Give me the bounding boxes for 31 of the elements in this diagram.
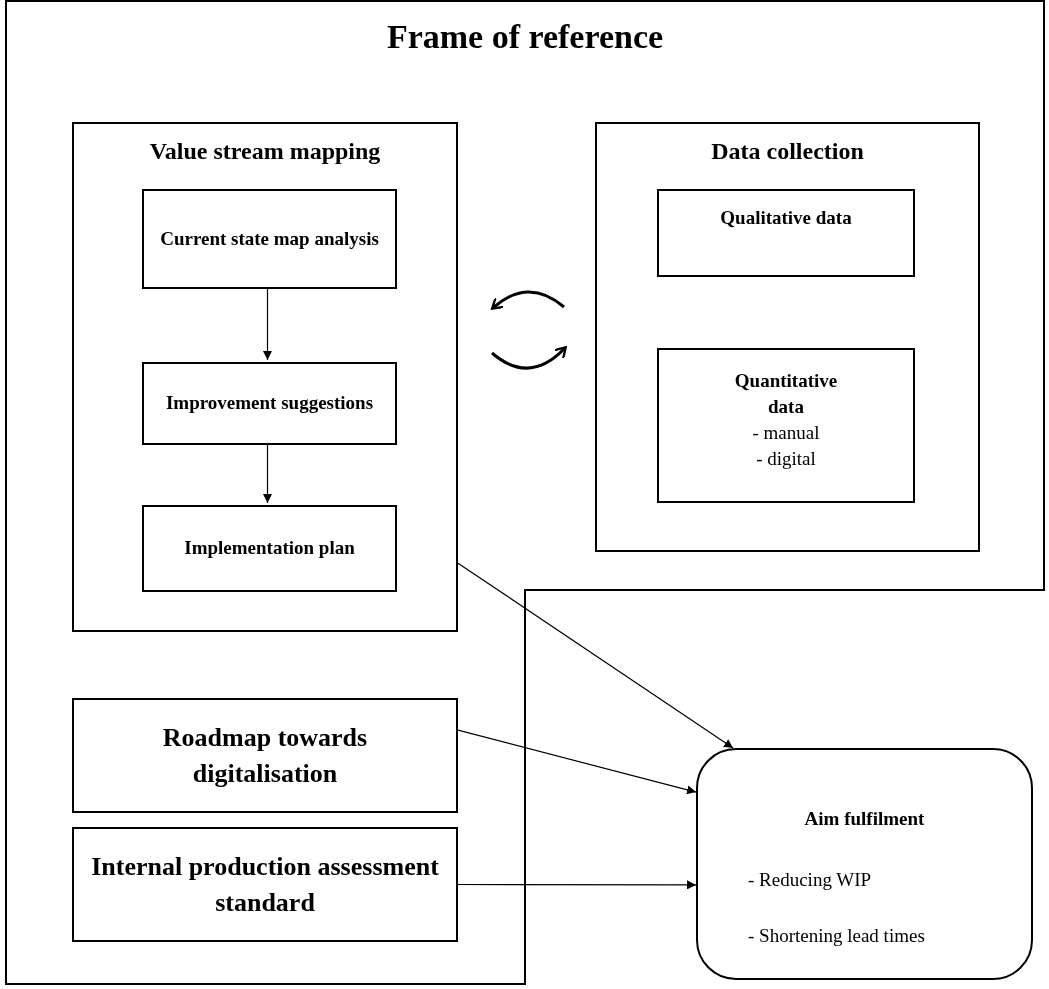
group-heading: Data collection <box>710 137 865 166</box>
arrow <box>263 286 272 361</box>
rounded-box <box>696 748 1033 980</box>
process-box <box>142 189 397 289</box>
process-box <box>657 189 915 277</box>
list-item: - Reducing WIP <box>748 867 873 892</box>
arrow <box>457 562 734 749</box>
box-label: Implementation plan <box>184 536 355 561</box>
process-box <box>657 348 915 503</box>
arrow <box>457 880 697 890</box>
box-label: Internal production assessment standard <box>90 850 440 919</box>
group-heading: Value stream mapping <box>148 137 382 166</box>
process-box <box>72 698 458 813</box>
box-heading: Aim fulfilment <box>803 807 926 831</box>
arrow <box>457 729 697 795</box>
box-label: Improvement suggestions <box>165 391 374 416</box>
list-item: - digital <box>756 447 816 472</box>
frame-panel <box>5 0 1045 985</box>
frame-title: Frame of reference <box>385 17 665 57</box>
list-item: - manual <box>752 421 820 446</box>
group-box <box>72 122 458 632</box>
process-box <box>142 362 397 445</box>
arrow <box>263 442 272 504</box>
box-label: Qualitative data <box>720 206 852 230</box>
group-box <box>595 122 980 552</box>
box-label: Roadmap towards digitalisation <box>161 721 369 790</box>
list-item: - Shortening lead times <box>748 924 926 948</box>
box-label: Current state map analysis <box>160 226 379 251</box>
box-heading: Quantitative data <box>733 369 839 420</box>
process-box <box>72 827 458 942</box>
process-box <box>142 505 397 592</box>
